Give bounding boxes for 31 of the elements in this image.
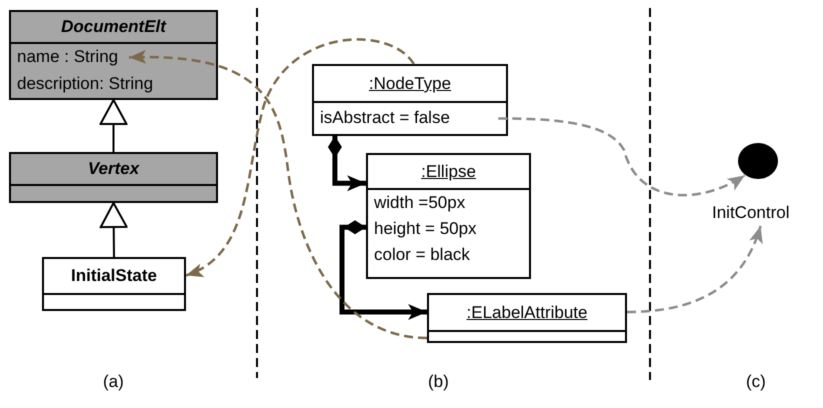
object-name: :Ellipse bbox=[421, 162, 476, 181]
object-name: :NodeType bbox=[368, 74, 452, 93]
attribute-text: isAbstract = false bbox=[319, 107, 451, 129]
panel-label: (b) bbox=[428, 372, 449, 392]
label-text: InitControl bbox=[712, 203, 790, 222]
class-name: Vertex bbox=[88, 159, 140, 178]
object-box bbox=[312, 64, 508, 136]
object-box bbox=[427, 293, 627, 343]
attribute-text: color = black bbox=[373, 244, 471, 266]
mapping-arrow bbox=[186, 38, 415, 277]
object-box bbox=[366, 153, 531, 279]
composition-arrow bbox=[328, 136, 366, 192]
attribute-text: description: String bbox=[16, 73, 154, 95]
mapping-arrow bbox=[626, 226, 762, 314]
composition-arrow bbox=[340, 220, 427, 320]
attribute-text: name : String bbox=[16, 46, 120, 68]
class-box bbox=[9, 10, 218, 100]
generalization-arrow bbox=[100, 202, 128, 258]
mapping-arrow bbox=[498, 117, 746, 196]
class-box bbox=[42, 257, 186, 311]
panel-label: (c) bbox=[746, 372, 766, 392]
initial-state-dot bbox=[738, 143, 778, 179]
mapping-arrow bbox=[129, 50, 428, 340]
class-box bbox=[9, 152, 218, 203]
class-name: DocumentElt bbox=[61, 17, 166, 36]
generalization-arrow bbox=[100, 99, 128, 152]
panel-label: (a) bbox=[103, 372, 124, 392]
class-name: InitialState bbox=[71, 266, 157, 285]
object-name: :ELabelAttribute bbox=[466, 303, 588, 322]
attribute-text: height = 50px bbox=[373, 218, 478, 240]
attribute-text: width =50px bbox=[373, 192, 466, 214]
